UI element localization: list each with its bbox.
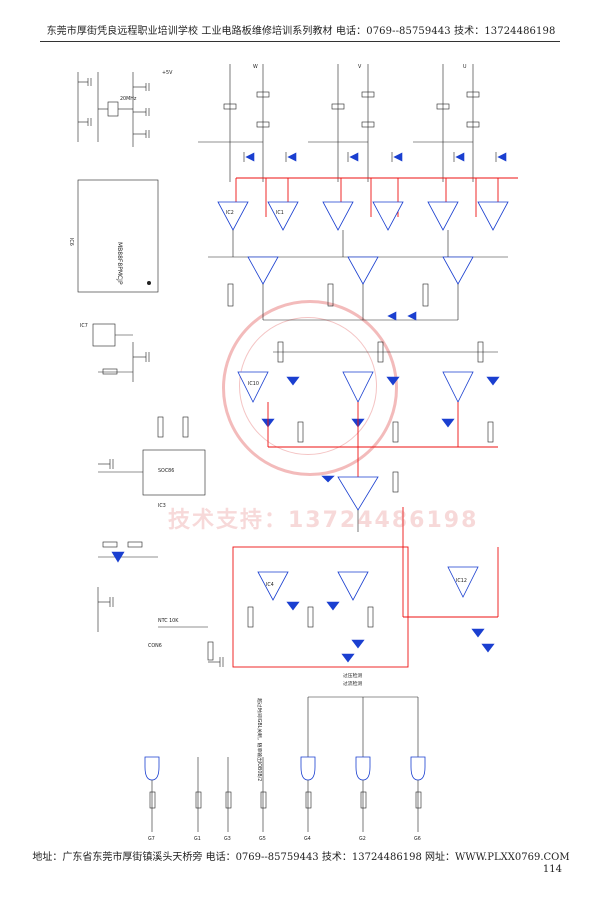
crystal-label: 20MHz — [120, 96, 137, 102]
ic7-label: IC7 — [80, 323, 88, 329]
gate-g3: G3 — [224, 836, 231, 842]
note-overvoltage: 过压检测 — [343, 672, 362, 679]
watermark-text: 技术支持：13724486198 — [168, 508, 479, 533]
gate-g1: G1 — [194, 836, 201, 842]
ic3-chip: SOC86 IC3 — [98, 416, 206, 509]
school-seal-inner-ring — [239, 317, 377, 455]
comparator-row-2 — [208, 230, 508, 321]
mcu-ref: IC6 — [68, 238, 74, 246]
phase-v-label: V — [358, 64, 362, 70]
lower-comparators: IC4 IC12 — [232, 507, 499, 668]
ntc-connector: CON6 — [148, 643, 162, 649]
gate-g2: G2 — [359, 836, 366, 842]
circuit-schematic: 20MHz +5V MB88F8PMCJP IC6 W V — [68, 64, 518, 842]
note-timeout: 超过时间IGBL关断，随单输出IOB0B/2 — [256, 698, 263, 781]
gate-g7: G7 — [148, 836, 155, 842]
supply-label: +5V — [162, 70, 173, 76]
annotations: 过压检测 过流检测 超过时间IGBL关断，随单输出IOB0B/2 — [256, 643, 495, 781]
comp-ic4-label: IC4 — [266, 582, 274, 588]
mcu-part-number: MB88F8PMCJP — [116, 242, 123, 285]
comp-ic12-label: IC12 — [456, 578, 467, 584]
ntc-value: NTC 10K — [158, 618, 179, 624]
page-header: 东莞市厚街凭良远程职业培训学校 工业电路板维修培训系列教材 电话：0769--8… — [46, 26, 556, 37]
ic3-label: IC3 — [158, 503, 166, 509]
ic7-section: IC7 — [80, 323, 150, 382]
page-footer: 地址：广东省东莞市厚街镇溪头天桥旁 电话：0769--85759443 技术：1… — [32, 852, 570, 863]
comparator-row-1: IC2 IC1 — [217, 201, 509, 231]
current-sense-amps: IC10 — [237, 341, 500, 448]
comparator-ic2-label: IC2 — [226, 210, 234, 216]
ntc-section: NTC 10K CON6 — [97, 541, 224, 667]
school-seal — [222, 300, 398, 476]
phase-w-label: W — [253, 64, 258, 70]
gate-g6: G6 — [414, 836, 421, 842]
comparator-ic1-label: IC1 — [276, 210, 284, 216]
ic3-part: SOC86 — [158, 468, 174, 474]
phase-u-label: U — [463, 64, 467, 70]
mcu-ic6: MB88F8PMCJP IC6 — [68, 179, 159, 293]
diode-row-top — [243, 152, 507, 162]
amp-ic10-label: IC10 — [248, 381, 259, 387]
gate-g4: G4 — [304, 836, 311, 842]
phase-u-input: W — [198, 64, 270, 182]
page-number: 114 — [542, 864, 562, 875]
crystal-oscillator-section: 20MHz +5V — [77, 70, 173, 147]
header-rule — [40, 41, 560, 42]
phase-w-input: U — [413, 64, 480, 182]
phase-v-input: V — [308, 64, 375, 182]
gate-drive-outputs: G7 G1 G3 G5 G4 G2 G6 — [144, 696, 426, 842]
note-overcurrent: 过流检测 — [343, 680, 362, 687]
summing-amp — [321, 447, 399, 532]
gate-g5: G5 — [259, 836, 266, 842]
